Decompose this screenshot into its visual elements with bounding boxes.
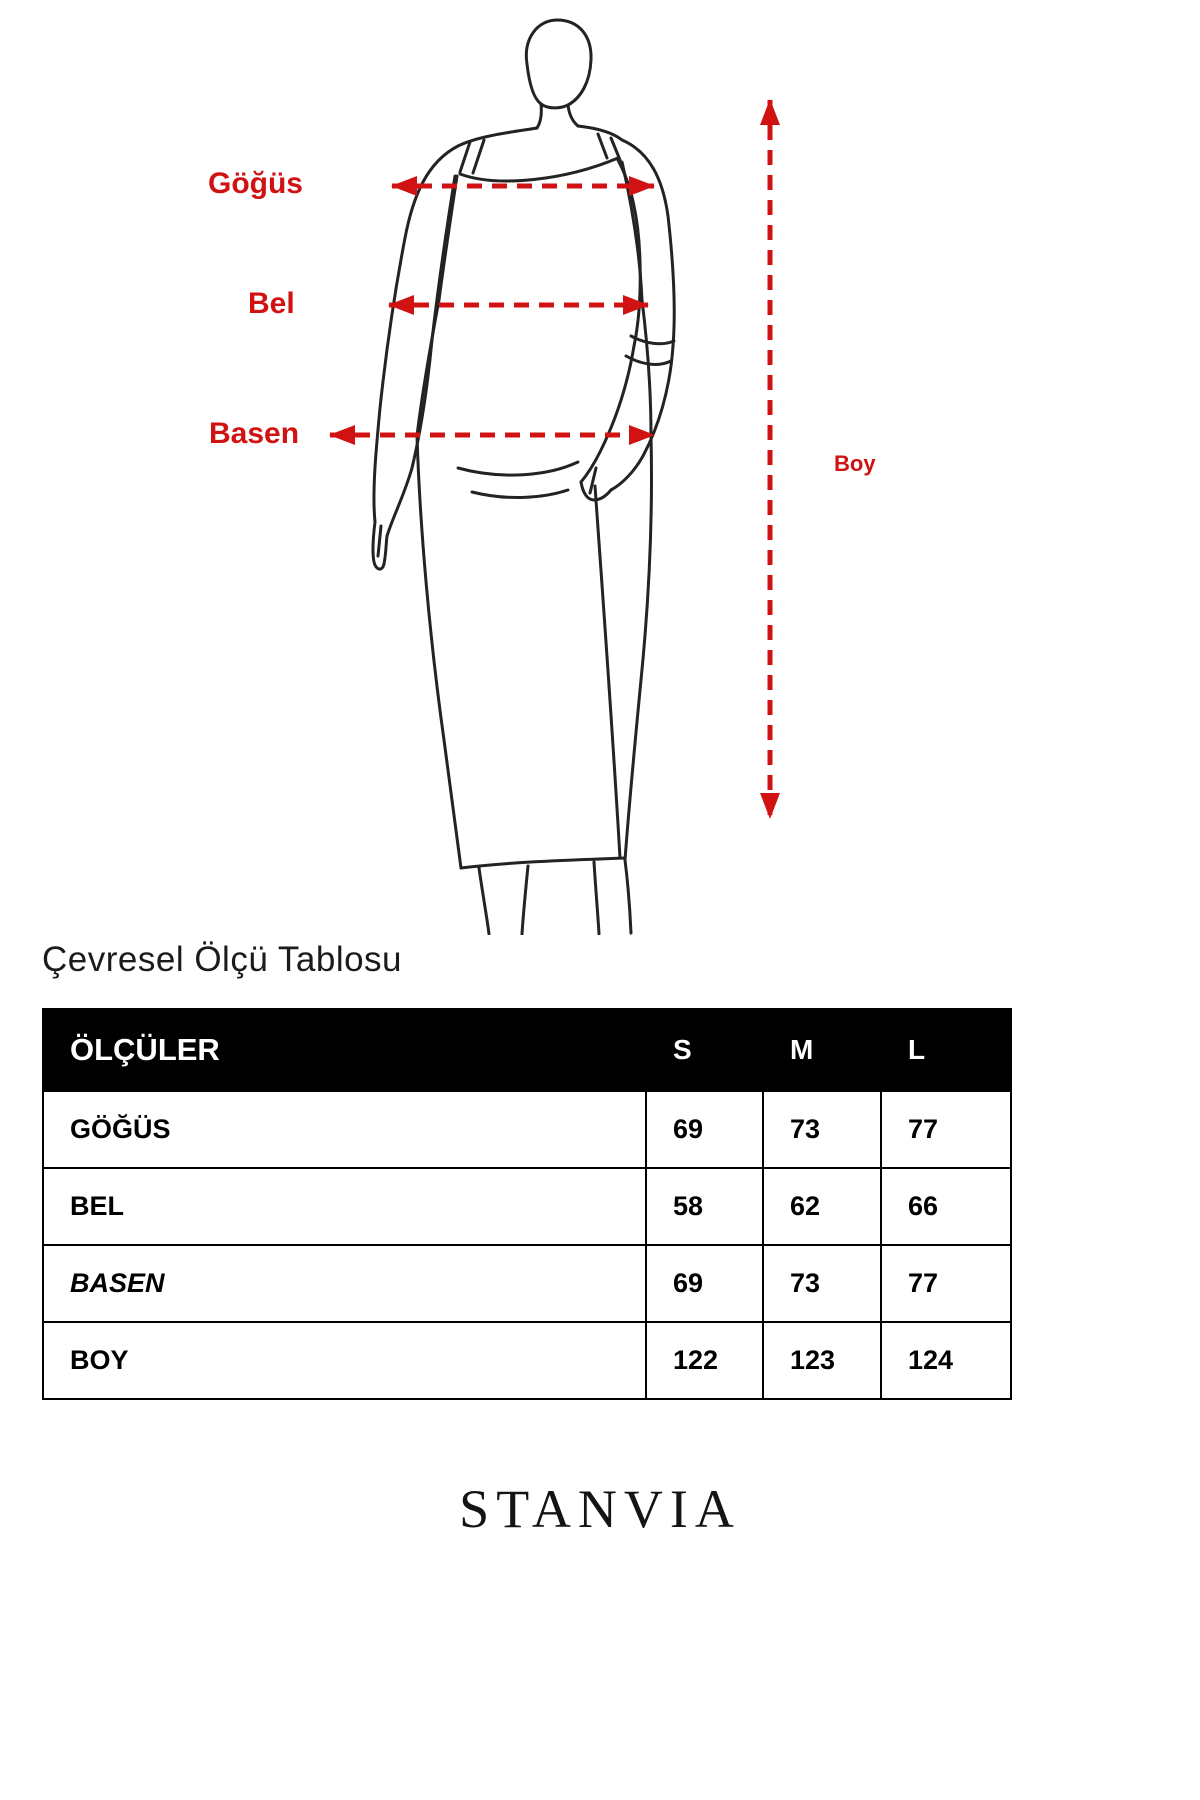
size-value: 66 [880, 1167, 1012, 1246]
size-value: 62 [762, 1167, 882, 1246]
table-title: Çevresel Ölçü Tablosu [42, 940, 403, 979]
chest-label: Göğüs [208, 167, 303, 200]
table-row-hips: BASEN 69 73 77 [42, 1244, 1012, 1323]
size-value: 122 [645, 1321, 764, 1400]
size-value: 73 [762, 1090, 882, 1169]
size-value: 58 [645, 1167, 764, 1246]
size-value: 77 [880, 1090, 1012, 1169]
waist-label: Bel [248, 287, 295, 320]
size-value: 69 [645, 1090, 764, 1169]
size-table: ÖLÇÜLER S M L GÖĞÜS 69 73 77 BEL 58 62 6… [42, 1008, 1012, 1400]
column-header-m: M [762, 1008, 882, 1092]
size-value: 123 [762, 1321, 882, 1400]
measurement-diagram: Göğüs Bel Basen Boy [208, 18, 876, 935]
row-label: BOY [42, 1321, 647, 1400]
hips-label: Basen [209, 417, 300, 450]
size-value: 124 [880, 1321, 1012, 1400]
row-label: BEL [42, 1167, 647, 1246]
row-label: GÖĞÜS [42, 1090, 647, 1169]
size-value: 77 [880, 1244, 1012, 1323]
measurement-arrows [329, 99, 780, 819]
table-row-length: BOY 122 123 124 [42, 1321, 1012, 1400]
dress-figure [371, 18, 676, 935]
row-label: BASEN [42, 1244, 647, 1323]
size-value: 69 [645, 1244, 764, 1323]
dress-figure-illustration [329, 18, 780, 935]
brand-logo: STANVIA [459, 1479, 741, 1539]
column-header-measures: ÖLÇÜLER [42, 1008, 647, 1092]
column-header-s: S [645, 1008, 764, 1092]
table-header-row: ÖLÇÜLER S M L [42, 1008, 1012, 1092]
size-value: 73 [762, 1244, 882, 1323]
table-row-chest: GÖĞÜS 69 73 77 [42, 1090, 1012, 1169]
table-row-waist: BEL 58 62 66 [42, 1167, 1012, 1246]
column-header-l: L [880, 1008, 1012, 1092]
length-label: Boy [834, 451, 876, 476]
